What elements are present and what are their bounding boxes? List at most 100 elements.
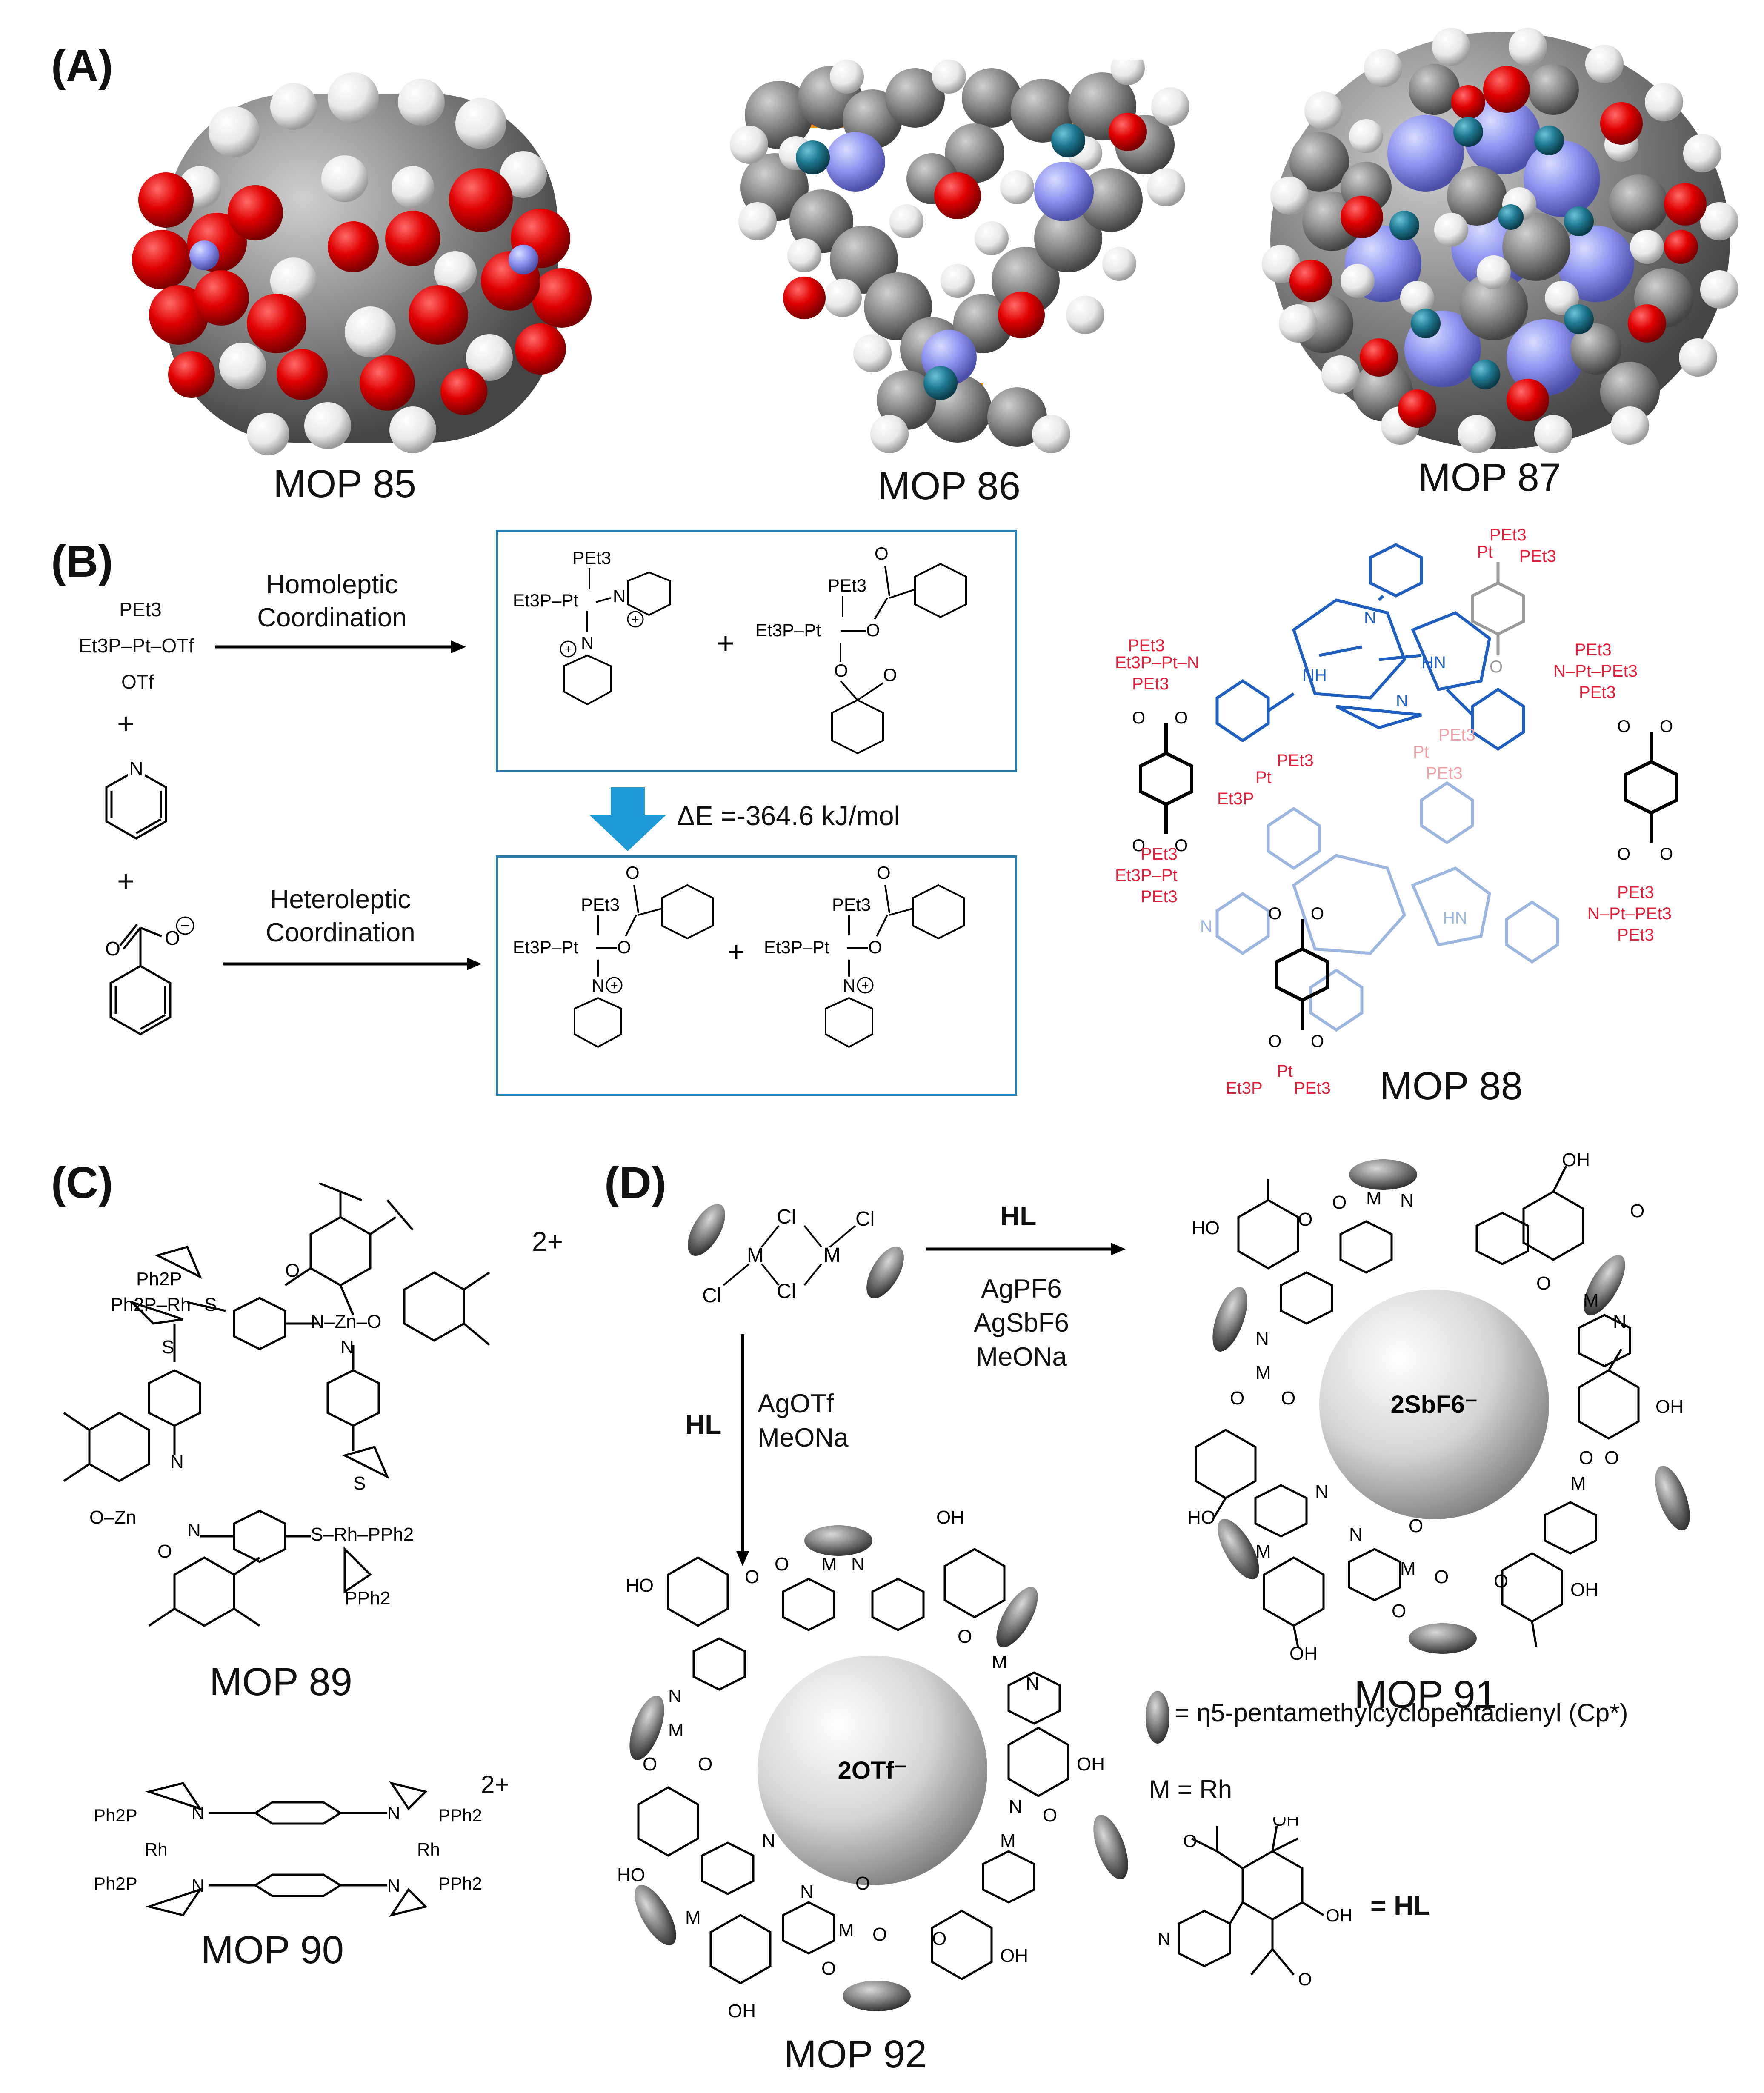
svg-text:HO: HO <box>617 1864 645 1885</box>
svg-text:N: N <box>592 975 604 995</box>
benzoate-structure: O O <box>105 916 194 1035</box>
mop88-label: MOP 88 <box>1380 1064 1523 1108</box>
svg-text:O: O <box>626 863 640 883</box>
svg-text:O: O <box>872 1924 887 1945</box>
svg-text:O: O <box>1043 1805 1057 1826</box>
svg-text:N–Zn–O: N–Zn–O <box>311 1311 381 1332</box>
svg-text:PEt3: PEt3 <box>1519 547 1556 566</box>
svg-text:HO: HO <box>1192 1218 1220 1238</box>
svg-text:O: O <box>1230 1388 1244 1409</box>
energy-down-arrow <box>589 787 666 851</box>
svg-text:O: O <box>1604 1447 1619 1468</box>
svg-text:Ph2P: Ph2P <box>94 1805 137 1825</box>
svg-text:O: O <box>1132 836 1145 855</box>
svg-text:O: O <box>643 1754 657 1775</box>
svg-text:PPh2: PPh2 <box>438 1805 482 1825</box>
mop87-label: MOP 87 <box>1418 456 1561 499</box>
svg-text:O: O <box>1579 1447 1593 1468</box>
svg-text:M: M <box>1583 1290 1599 1311</box>
svg-text:OH: OH <box>728 2001 756 2022</box>
svg-text:N: N <box>1255 1328 1269 1349</box>
svg-text:O: O <box>855 1873 870 1894</box>
svg-text:Ph2P–Rh: Ph2P–Rh <box>111 1294 191 1315</box>
svg-text:M: M <box>668 1720 684 1741</box>
svg-text:O: O <box>821 1958 836 1979</box>
svg-text:Et3P–Pt: Et3P–Pt <box>513 590 578 610</box>
svg-text:Et3P–Pt: Et3P–Pt <box>513 937 578 957</box>
svg-text:O: O <box>1311 1032 1324 1051</box>
pt-reagent-pet3: PEt3 <box>119 598 162 620</box>
svg-text:N: N <box>387 1876 400 1896</box>
mop90-charge: 2+ <box>481 1771 509 1798</box>
svg-text:O: O <box>617 937 631 957</box>
svg-text:N: N <box>851 1554 865 1575</box>
svg-text:+: + <box>632 612 639 626</box>
svg-text:O: O <box>1434 1567 1449 1587</box>
svg-text:M: M <box>1400 1558 1416 1579</box>
heteroleptic-arrow <box>223 958 482 970</box>
mop89-label: MOP 89 <box>209 1660 352 1704</box>
mop90-label: MOP 90 <box>201 1928 344 1972</box>
svg-text:O: O <box>958 1626 972 1647</box>
svg-text:PEt3: PEt3 <box>1575 640 1612 659</box>
mop86-label: MOP 86 <box>878 464 1021 508</box>
mop85-space-filling-model <box>132 72 592 455</box>
svg-text:PEt3: PEt3 <box>1617 883 1654 902</box>
svg-text:Et3P: Et3P <box>1217 789 1254 808</box>
svg-text:O: O <box>1311 904 1324 923</box>
svg-text:PEt3: PEt3 <box>1128 636 1165 655</box>
svg-text:OH: OH <box>1077 1754 1105 1775</box>
pt-reagent-main: Et3P–Pt–OTf <box>79 635 194 657</box>
svg-text:O: O <box>1175 836 1188 855</box>
hl-legend-text: = HL <box>1370 1890 1430 1921</box>
svg-text:O: O <box>1132 709 1145 727</box>
svg-text:N: N <box>1400 1190 1414 1211</box>
svg-text:PPh2: PPh2 <box>438 1873 482 1893</box>
svg-text:O: O <box>1298 1969 1312 1989</box>
svg-text:O: O <box>105 938 120 960</box>
svg-text:O: O <box>1332 1192 1347 1213</box>
svg-text:M: M <box>992 1652 1007 1673</box>
svg-text:Et3P–Pt: Et3P–Pt <box>1115 866 1178 885</box>
arrow-down-reagent-1: AgOTf <box>758 1389 834 1418</box>
svg-text:N: N <box>1396 692 1408 710</box>
svg-text:O: O <box>1630 1201 1644 1221</box>
svg-text:PEt3: PEt3 <box>1426 764 1463 783</box>
svg-text:S: S <box>162 1337 174 1358</box>
svg-text:N: N <box>800 1881 814 1902</box>
svg-text:N: N <box>192 1803 204 1823</box>
svg-text:PEt3: PEt3 <box>1579 683 1616 702</box>
panel-d-label: (D) <box>604 1158 666 1208</box>
svg-text:O: O <box>1175 709 1188 727</box>
svg-text:O: O <box>1490 658 1503 676</box>
svg-text:Pt: Pt <box>1255 768 1272 787</box>
svg-text:Pt: Pt <box>1413 743 1429 761</box>
mop86-space-filling-model <box>730 60 1189 453</box>
svg-text:PEt3: PEt3 <box>1438 726 1475 744</box>
svg-text:Pt: Pt <box>1277 1062 1293 1081</box>
svg-text:M: M <box>838 1920 854 1941</box>
svg-text:M: M <box>1255 1362 1271 1383</box>
svg-text:N–Pt–PEt3: N–Pt–PEt3 <box>1587 904 1672 923</box>
svg-text:M: M <box>747 1244 764 1267</box>
svg-text:PEt3: PEt3 <box>1141 887 1178 906</box>
svg-text:PEt3: PEt3 <box>1132 675 1169 693</box>
pyridine-structure: N <box>105 758 167 840</box>
svg-text:N: N <box>340 1337 354 1358</box>
svg-text:S–Rh–PPh2: S–Rh–PPh2 <box>311 1524 414 1545</box>
arrow-down <box>736 1334 749 1566</box>
svg-text:PEt3: PEt3 <box>1617 926 1654 944</box>
svg-text:O: O <box>1392 1601 1406 1621</box>
heteroleptic-products-structures: PEt3 Et3P–Pt O O N + + <box>513 862 965 1048</box>
svg-text:O: O <box>883 665 897 685</box>
arrow-right-reagent-3: MeONa <box>976 1342 1067 1372</box>
svg-text:N: N <box>1009 1796 1022 1817</box>
cp-legend-icon <box>1146 1691 1169 1744</box>
svg-text:O: O <box>1183 1831 1197 1851</box>
svg-text:OH: OH <box>1562 1149 1590 1170</box>
svg-text:HO: HO <box>1187 1507 1215 1528</box>
svg-text:Cl: Cl <box>777 1280 796 1303</box>
svg-text:PEt3: PEt3 <box>572 548 611 568</box>
svg-text:O: O <box>285 1260 300 1281</box>
